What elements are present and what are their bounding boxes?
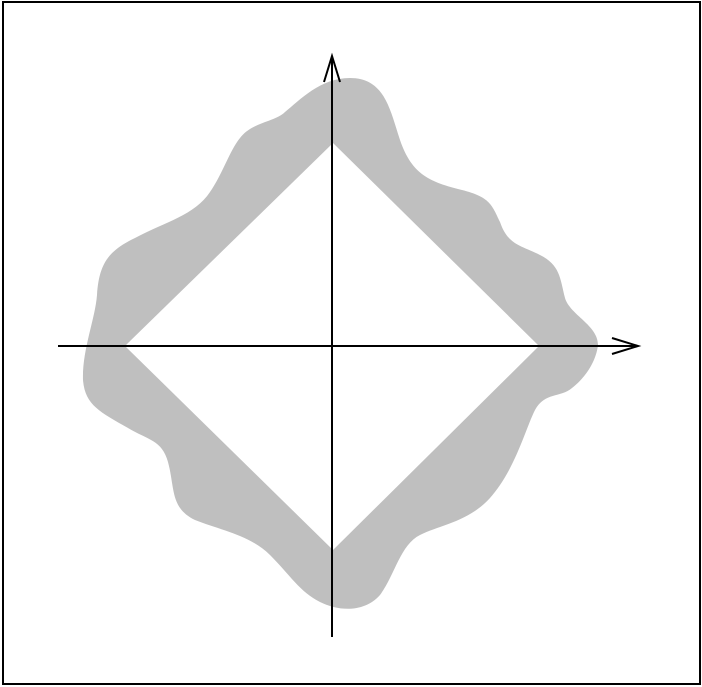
x-axis-arrowhead xyxy=(611,337,642,355)
y-axis-arrowhead xyxy=(323,52,341,83)
